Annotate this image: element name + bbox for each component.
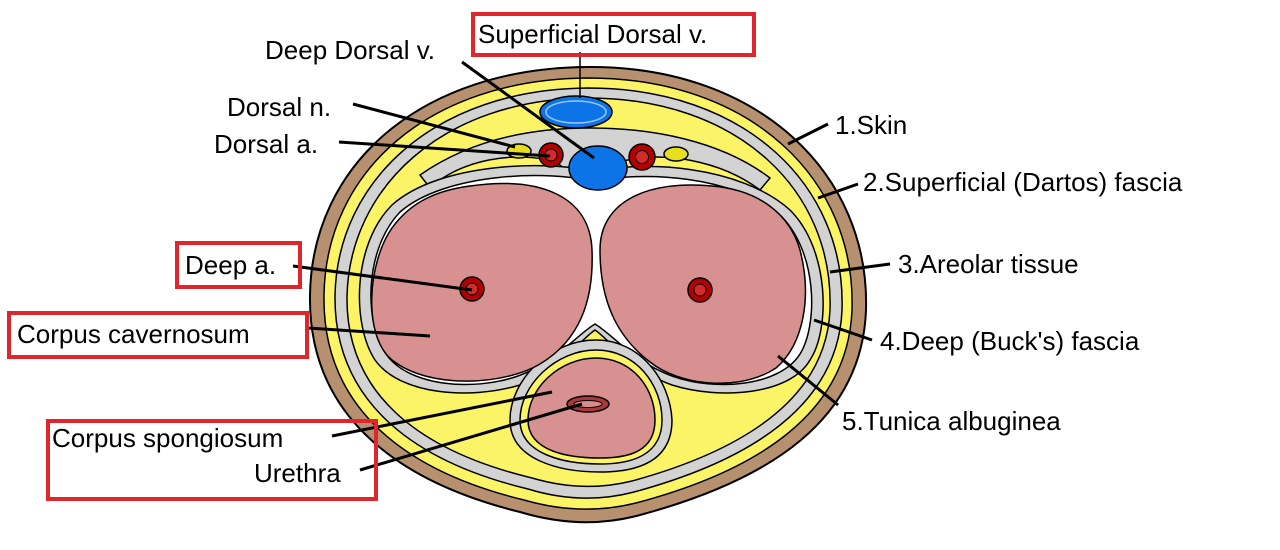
label-tunica-albuginea: 5.Tunica albuginea (842, 406, 1061, 436)
label-corpus-spongiosum: Corpus spongiosum (52, 423, 283, 453)
superficial-dorsal-vein-rim (545, 100, 607, 124)
deep-dorsal-vein (568, 145, 628, 191)
label-corpus-cavernosum: Corpus cavernosum (17, 319, 250, 349)
leader-dorsal-a (338, 140, 551, 158)
dorsal-nerve-right (663, 146, 689, 162)
label-urethra: Urethra (254, 458, 341, 488)
dorsal-artery-right-lumen (635, 150, 649, 164)
highlight-box-deep-a (175, 241, 302, 289)
label-superficial-fascia: 2.Superficial (Dartos) fascia (863, 167, 1183, 197)
leader-areolar-tissue (829, 262, 891, 274)
leader-corpus-spongiosum (331, 390, 553, 438)
highlight-box-superficial-dorsal-v (471, 12, 756, 57)
label-skin: 1.Skin (835, 110, 907, 140)
label-dorsal-n: Dorsal n. (227, 92, 331, 122)
leader-dorsal-n (352, 102, 516, 149)
label-deep-dorsal-v: Deep Dorsal v. (265, 35, 435, 65)
leader-deep-a (292, 264, 473, 292)
leader-deep-fascia (813, 318, 873, 342)
leader-deep-dorsal-v (461, 60, 595, 160)
label-deep-a: Deep a. (185, 250, 276, 280)
highlight-box-corpus-spongiosum (46, 419, 378, 501)
leader-superficial-fascia (817, 182, 859, 200)
label-superficial-dorsal-v: Superficial Dorsal v. (478, 19, 707, 49)
label-areolar-tissue: 3.Areolar tissue (898, 249, 1079, 279)
deep-artery-right-lumen (693, 283, 707, 297)
leader-urethra (359, 402, 583, 472)
label-dorsal-a: Dorsal a. (214, 129, 318, 159)
leader-corpus-cavernosum (307, 326, 431, 338)
leader-tunica-albuginea (777, 354, 839, 407)
highlight-box-corpus-cavernosum (7, 311, 309, 359)
label-deep-fascia: 4.Deep (Buck's) fascia (880, 326, 1140, 356)
superficial-dorsal-vein (539, 95, 613, 129)
leader-skin (787, 122, 829, 146)
